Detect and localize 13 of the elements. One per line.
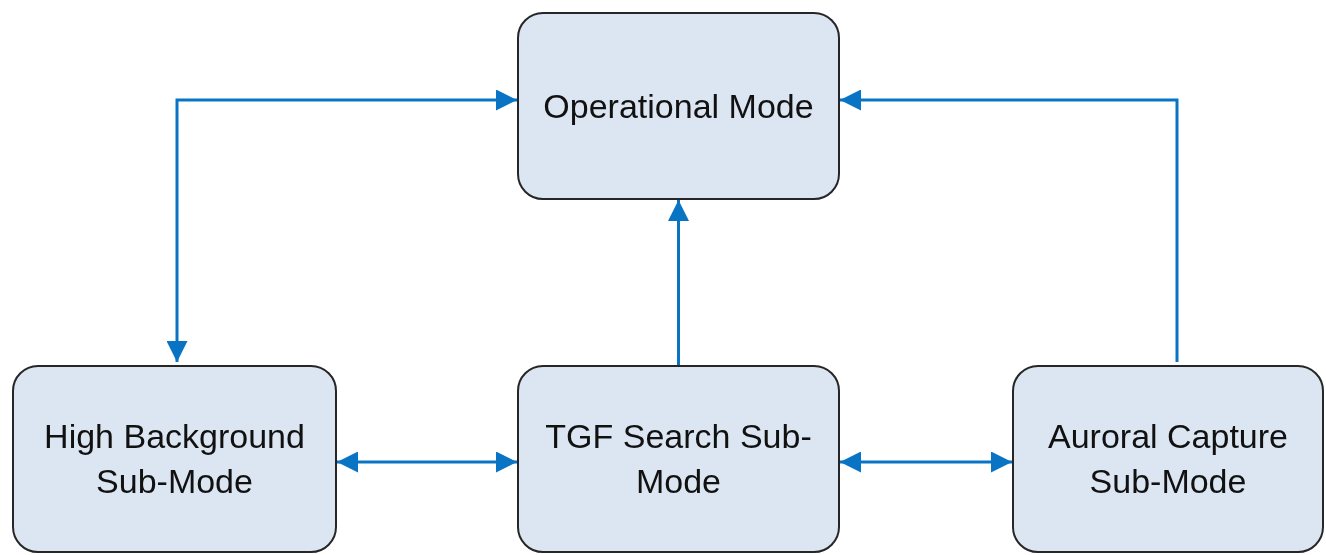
mode-label: Operational Mode — [542, 85, 815, 127]
arrow — [166, 89, 517, 362]
arrow — [840, 89, 1179, 362]
mode-label: Auroral Capture Sub-Mode — [1047, 416, 1289, 502]
mode-box — [12, 365, 337, 553]
arrow — [668, 200, 689, 365]
arrow — [840, 451, 1012, 473]
mode-box — [517, 365, 840, 553]
mode-label: TGF Search Sub-Mode — [544, 416, 813, 502]
mode-box — [1012, 365, 1324, 553]
mode-box — [517, 12, 840, 200]
arrow — [337, 451, 517, 473]
mode-label: High Background Sub-Mode — [43, 416, 306, 502]
